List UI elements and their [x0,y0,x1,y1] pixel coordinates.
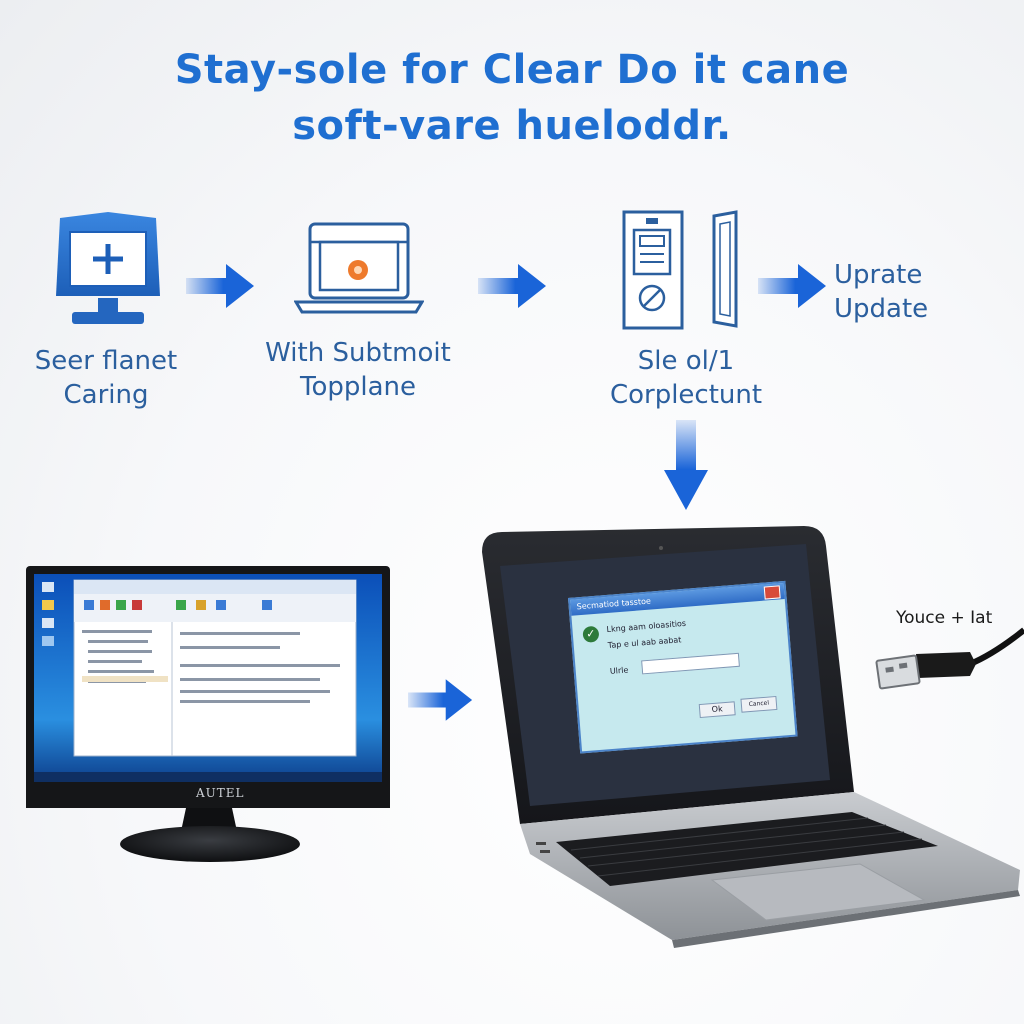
laptop: Secmatiod tasstoe ✓ Lkng aam oloasitios … [476,524,1024,948]
check-icon: ✓ [582,625,600,643]
desktop-monitor: AUTEL [26,566,392,866]
computer-plus-icon [48,208,168,332]
usb-label: Youce + Iat [896,608,993,628]
step-4-label: Uprate Update [834,258,950,326]
title-line-2: soft-vare hueloddr. [292,103,732,149]
step-3-label: Sle ol/1 Corplectunt [596,344,776,412]
update-dialog: Secmatiod tasstoe ✓ Lkng aam oloasitios … [568,580,798,754]
step-4-label-line-1: Uprate [834,260,923,290]
dialog-input[interactable] [641,652,740,675]
step-3-label-line-2: Corplectunt [609,380,763,410]
step-2-label-line-1: With Subtmoit [265,338,451,368]
step-4-label-line-2: Update [834,294,929,324]
step-3-label-line-1: Sle ol/1 [637,346,735,376]
title-line-1: Stay-sole for Clear Do it cane [174,47,850,93]
step-2-label-line-2: Topplane [299,372,416,402]
step-1-label-line-2: Caring [63,380,149,410]
close-icon[interactable] [763,585,781,600]
usb-cable-icon [872,624,1024,704]
cancel-button[interactable]: Cancel [740,695,778,713]
arrow-right-icon [186,262,256,310]
device-panels-icon [618,208,748,332]
step-1-label-line-1: Seer flanet [34,346,178,376]
dialog-message-line-1: Lkng aam oloasitios [606,618,687,635]
monitor-brand-logo: AUTEL [196,786,245,800]
dialog-field-label: Ulrle [609,665,629,676]
dialog-message-line-2: Tap e ul aab aabat [607,635,682,651]
laptop-record-icon [294,220,424,318]
diagram-title: Stay-sole for Clear Do it cane soft-vare… [0,42,1024,154]
arrow-right-icon [478,262,548,310]
ok-button[interactable]: Ok [698,701,736,719]
arrow-right-icon [758,262,828,310]
arrow-down-icon [662,420,710,512]
arrow-right-icon [408,676,474,724]
step-1-label: Seer flanet Caring [20,344,192,412]
step-2-label: With Subtmoit Topplane [248,336,468,404]
